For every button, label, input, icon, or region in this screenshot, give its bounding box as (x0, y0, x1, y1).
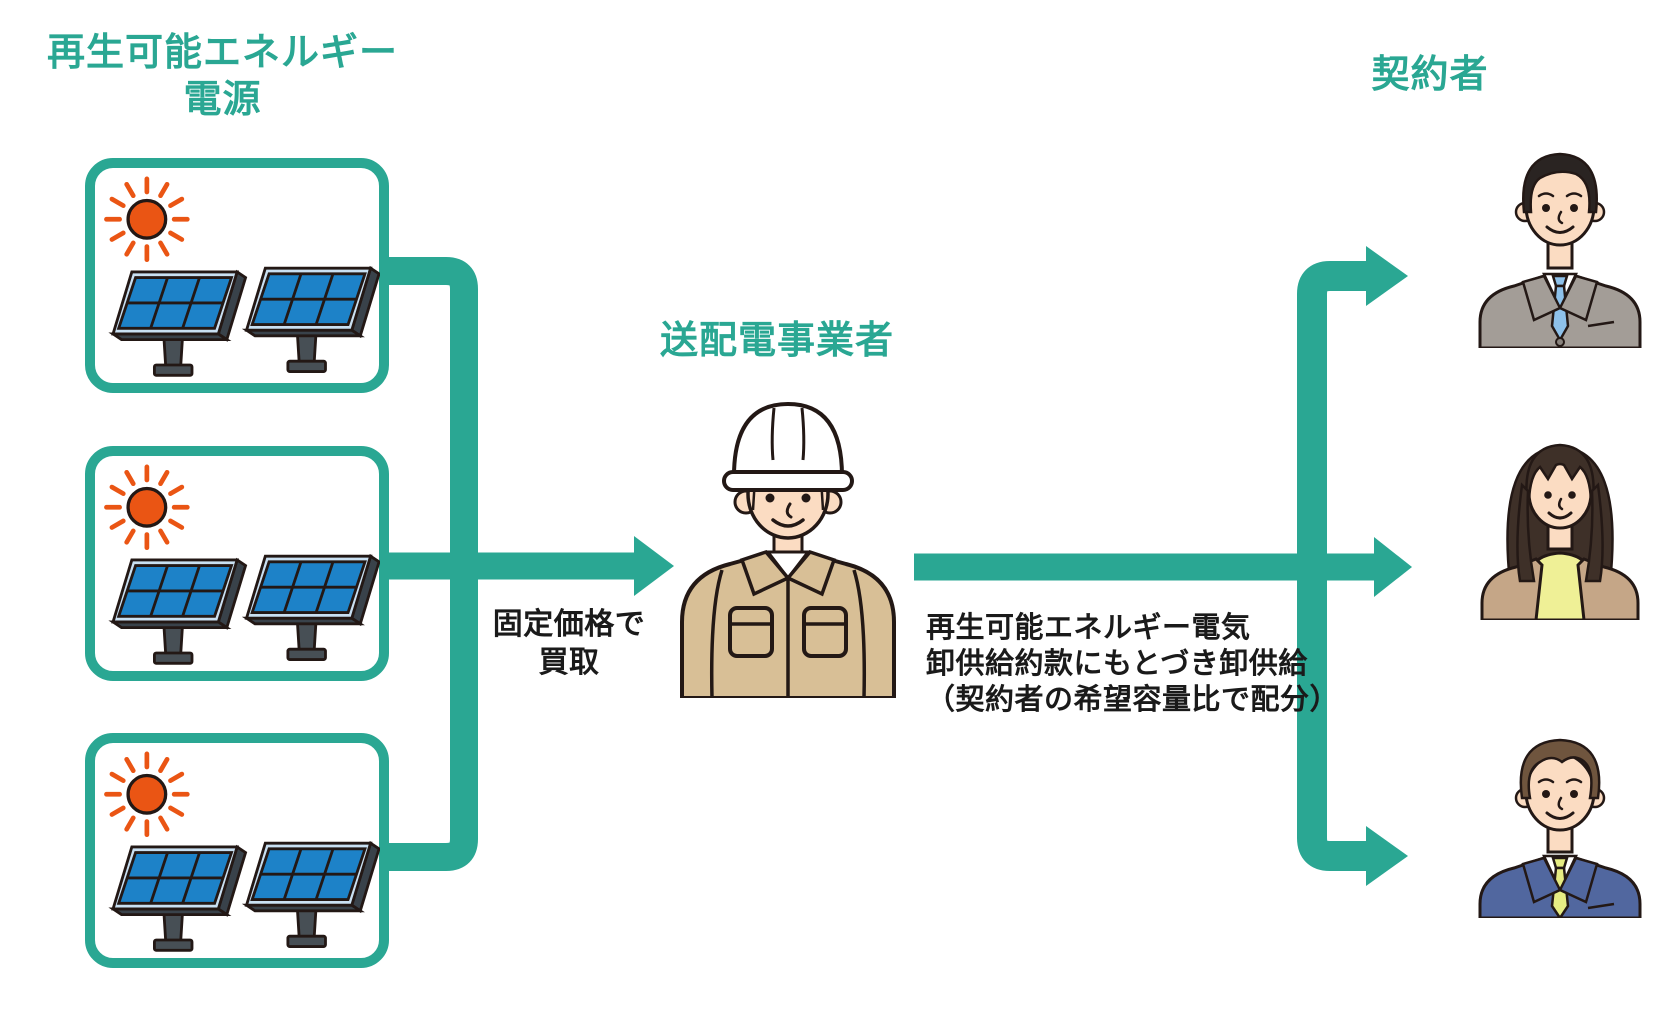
renewable-source-box-1 (85, 158, 389, 393)
buy-label-line2: 買取 (538, 646, 600, 679)
left-title-line2: 電源 (183, 79, 262, 121)
distributor-line (1297, 261, 1368, 871)
left-title-line1: 再生可能エネルギー (46, 32, 398, 74)
left-column-title: 再生可能エネルギー 電源 (30, 30, 415, 124)
renewable-source-box-2 (85, 446, 389, 681)
buy-label-line1: 固定価格で (492, 608, 646, 641)
buy-arrow-head (634, 536, 674, 596)
utility-worker-icon (680, 401, 896, 698)
businessman-gray-suit-icon (1478, 152, 1642, 348)
sun-and-solar-panels-icon (98, 174, 380, 383)
right-column-title: 契約者 (1371, 54, 1489, 96)
supply-label-line2: 卸供給約款にもとづき卸供給 (926, 648, 1308, 680)
woman-cardigan-icon (1480, 443, 1640, 620)
sun-and-solar-panels-icon (98, 462, 380, 671)
businessman-navy-suit-icon (1478, 738, 1642, 918)
sun-and-solar-panels-icon (98, 749, 380, 958)
supply-label-line3: （契約者の希望容量比で配分） (926, 684, 1340, 716)
renewable-source-box-3 (85, 733, 389, 968)
supply-label-line1: 再生可能エネルギー電気 (926, 612, 1251, 644)
supply-arrow-head-bottom (1366, 826, 1408, 886)
buy-arrow-label: 固定価格で 買取 (444, 606, 694, 682)
supply-arrow-head-middle (1374, 537, 1412, 597)
supply-arrow-label: 再生可能エネルギー電気 卸供給約款にもとづき卸供給 （契約者の希望容量比で配分） (926, 610, 1339, 718)
supply-arrow-head-top (1366, 246, 1408, 306)
center-column-title: 送配電事業者 (659, 320, 894, 362)
